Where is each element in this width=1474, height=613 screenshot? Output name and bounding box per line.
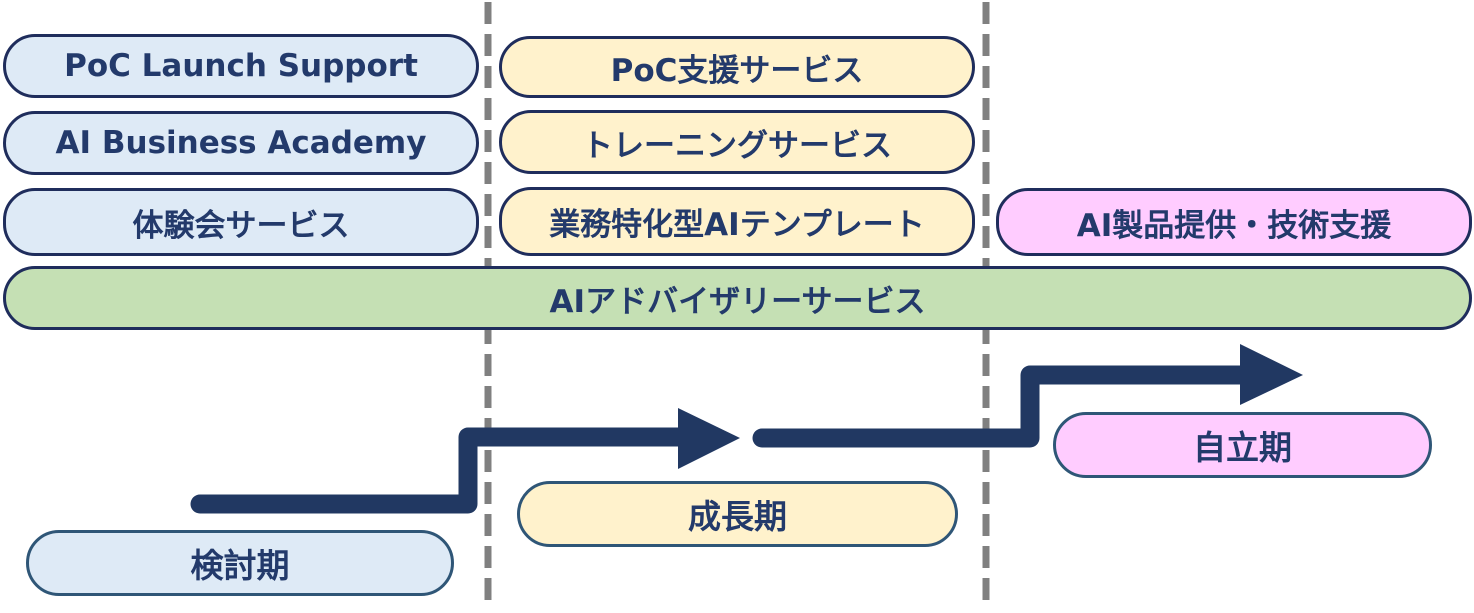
service-ai-product-tech-support: AI製品提供・技術支援: [996, 188, 1472, 256]
phase-independence: 自立期: [1053, 412, 1432, 478]
arrow-1-head: [678, 408, 740, 469]
phase-consideration: 検討期: [26, 530, 454, 596]
phase-growth: 成長期: [517, 481, 958, 547]
service-ai-business-academy: AI Business Academy: [3, 111, 479, 175]
service-trial-session: 体験会サービス: [3, 188, 479, 256]
service-poc-support: PoC支援サービス: [499, 36, 975, 98]
service-training: トレーニングサービス: [499, 110, 975, 174]
service-ai-advisory: AIアドバイザリーサービス: [3, 266, 1472, 330]
arrow-1-shaft: [190, 427, 700, 514]
service-poc-launch-support: PoC Launch Support: [3, 34, 479, 98]
arrow-2-shaft: [752, 365, 1260, 448]
service-business-ai-template: 業務特化型AIテンプレート: [499, 187, 975, 256]
arrow-2-head: [1240, 344, 1303, 405]
